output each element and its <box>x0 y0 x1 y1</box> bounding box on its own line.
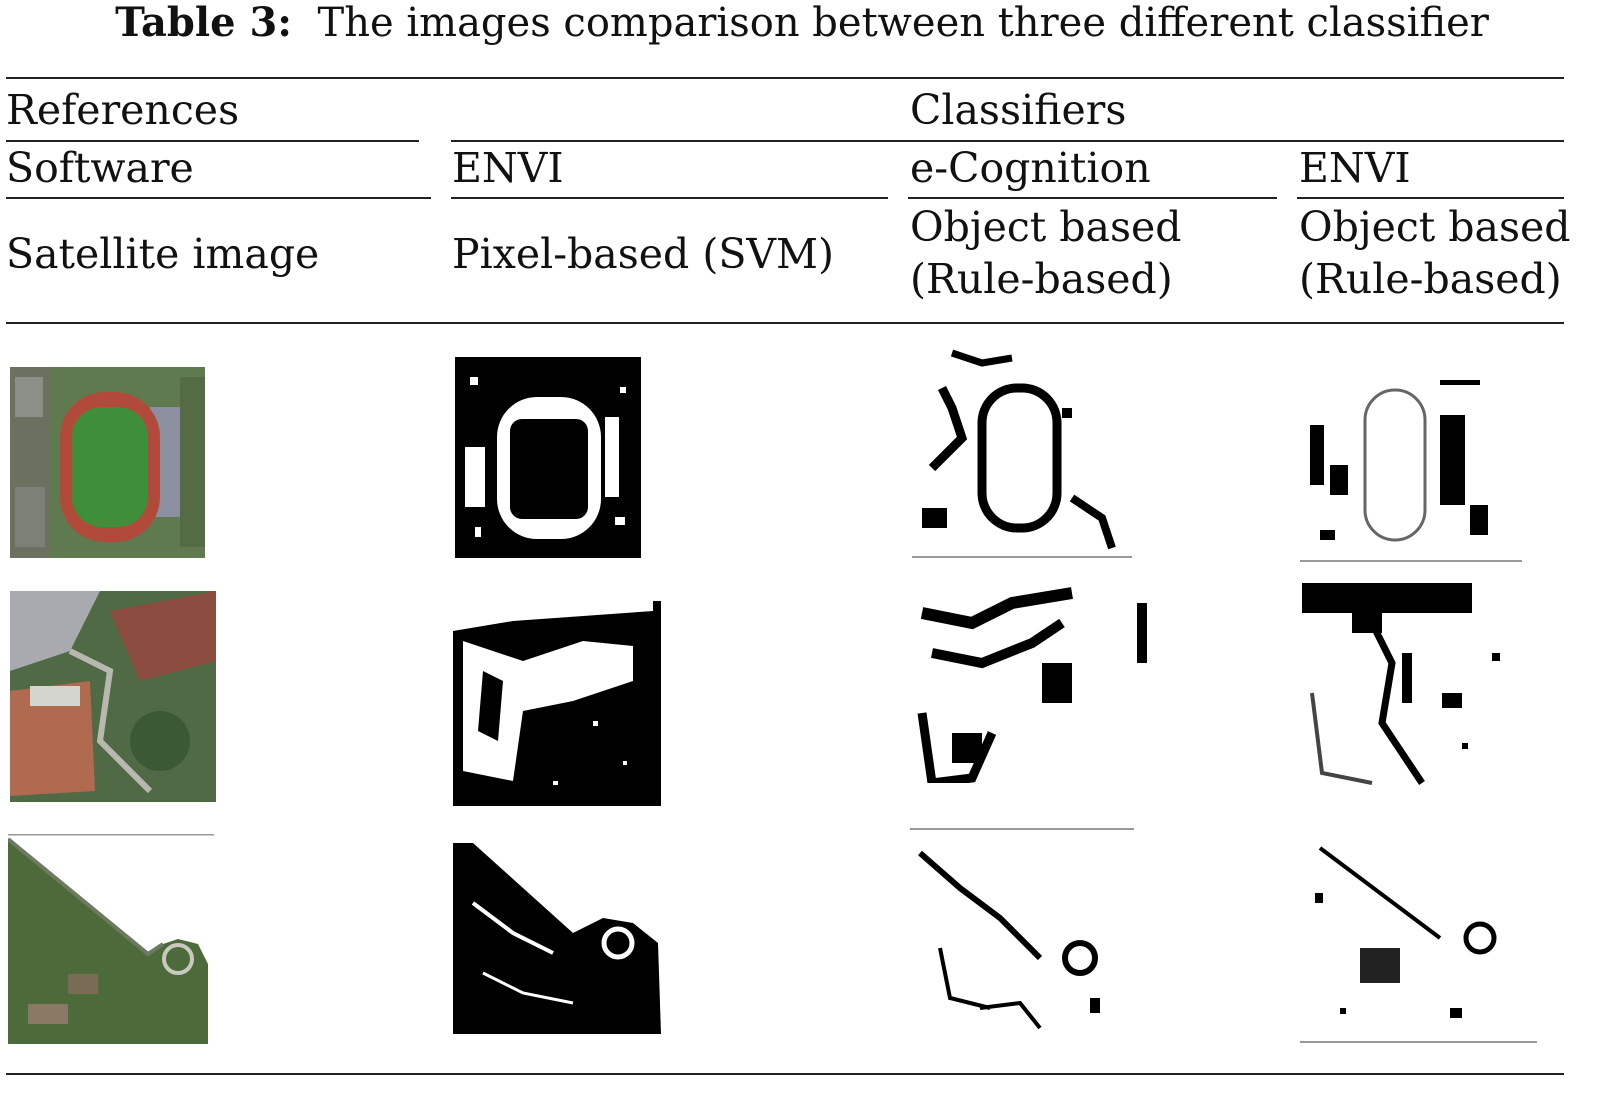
top-rule <box>6 77 1564 79</box>
ecognition-map-stadium <box>912 348 1132 560</box>
svm-map-campus <box>453 601 661 806</box>
method-svm: Pixel-based (SVM) <box>452 230 834 278</box>
software-envi-2: ENVI <box>1299 144 1411 192</box>
method-ecognition-line2: (Rule-based) <box>910 255 1173 303</box>
table-caption: Table 3: The images comparison between t… <box>0 0 1604 46</box>
envi-object-map-coastline <box>1300 838 1537 1045</box>
caption-text: The images comparison between three diff… <box>317 0 1489 46</box>
caption-label: Table 3: <box>115 0 293 46</box>
satellite-image-stadium <box>10 367 205 558</box>
header-classifiers: Classifiers <box>910 86 1127 134</box>
software-ecognition: e-Cognition <box>910 144 1151 192</box>
method-ecognition-line1: Object based <box>910 203 1182 251</box>
envi-object-map-stadium <box>1300 355 1522 562</box>
software-underline-envi <box>451 197 888 199</box>
ref-type: Satellite image <box>6 230 320 278</box>
satellite-image-campus <box>10 591 216 802</box>
header-bottom-rule <box>6 322 1564 324</box>
svm-map-coastline <box>453 843 661 1034</box>
bottom-rule <box>6 1073 1564 1075</box>
ecognition-map-coastline <box>910 828 1134 1042</box>
references-underline <box>6 140 419 142</box>
classifiers-underline <box>451 140 1564 142</box>
software-envi: ENVI <box>452 144 564 192</box>
ecognition-map-campus <box>912 583 1150 783</box>
header-software: Software <box>6 144 194 192</box>
envi-object-map-campus <box>1302 583 1520 803</box>
satellite-image-coastline <box>8 834 214 1044</box>
method-envi-line1: Object based <box>1299 203 1571 251</box>
header-references: References <box>6 86 240 134</box>
method-envi-line2: (Rule-based) <box>1299 255 1562 303</box>
software-underline-ecognition <box>908 197 1277 199</box>
software-underline-ref <box>6 197 431 199</box>
svm-map-stadium <box>455 357 641 558</box>
software-underline-envi-2 <box>1297 197 1564 199</box>
